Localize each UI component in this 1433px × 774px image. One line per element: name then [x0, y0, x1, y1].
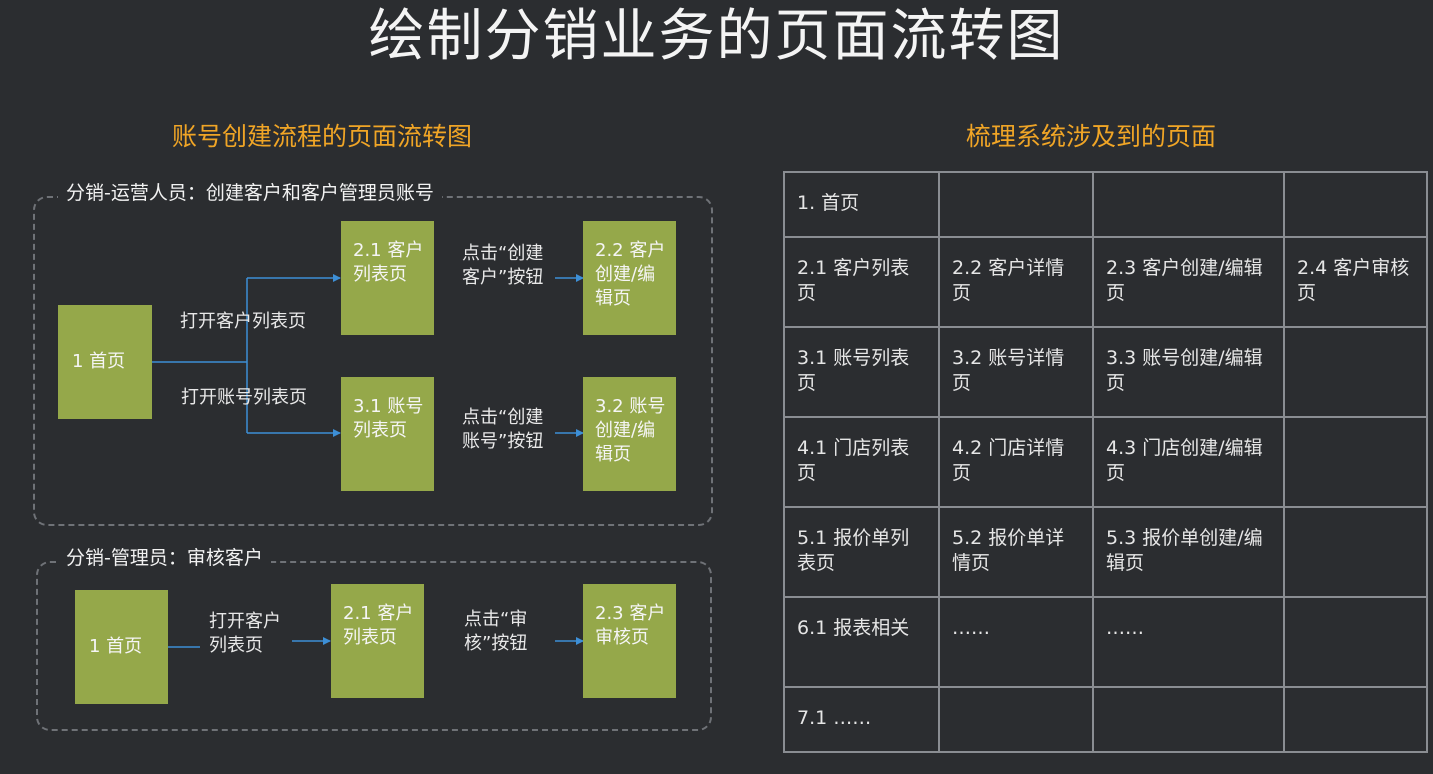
edge-label-open-account-list: 打开账号列表页	[181, 387, 307, 408]
table-cell: 4.1 门店列表页	[783, 416, 940, 508]
group1-connectors	[152, 274, 584, 437]
table-cell	[1283, 171, 1428, 238]
table-cell: 7.1 ……	[783, 686, 940, 753]
node-account-list: 3.1 账号列表页	[341, 377, 434, 491]
table-row: 7.1 ……	[783, 686, 1428, 753]
table-cell: 5.3 报价单创建/编辑页	[1092, 506, 1285, 598]
table-cell: 5.2 报价单详情页	[938, 506, 1094, 598]
table-cell	[1092, 686, 1285, 753]
table-cell: 4.2 门店详情页	[938, 416, 1094, 508]
table-cell: 6.1 报表相关	[783, 596, 940, 688]
table-cell: 5.1 报价单列表页	[783, 506, 940, 598]
node-customer-list-2: 2.1 客户列表页	[331, 584, 424, 698]
group-admin-box	[36, 561, 712, 731]
node-account-edit: 3.2 账号创建/编辑页	[583, 377, 676, 491]
table-cell	[1283, 416, 1428, 508]
table-row: 6.1 报表相关…………	[783, 596, 1428, 688]
table-cell: ……	[938, 596, 1094, 688]
table-cell	[1283, 326, 1428, 418]
group-operations-label: 分销-运营人员：创建客户和客户管理员账号	[58, 181, 442, 205]
group-admin-label: 分销-管理员：审核客户	[58, 546, 271, 570]
node-home: 1 首页	[58, 305, 152, 419]
edge-label-click-review: 点击“审核”按钮	[464, 609, 528, 654]
right-section-heading: 梳理系统涉及到的页面	[966, 122, 1217, 151]
table-cell: 3.3 账号创建/编辑页	[1092, 326, 1285, 418]
edge-label-open-customer-list-2: 打开客户列表页	[209, 611, 281, 656]
node-customer-list: 2.1 客户列表页	[341, 221, 434, 335]
table-cell	[938, 171, 1094, 238]
edge-label-open-customer-list: 打开客户列表页	[180, 311, 306, 332]
edge-label-click-create-account: 点击“创建账号”按钮	[462, 407, 544, 452]
table-cell: 2.4 客户审核页	[1283, 236, 1428, 328]
table-cell	[938, 686, 1094, 753]
table-cell: 2.3 客户创建/编辑页	[1092, 236, 1285, 328]
table-cell: 3.1 账号列表页	[783, 326, 940, 418]
table-row: 1. 首页	[783, 171, 1428, 238]
group2-connectors	[168, 637, 584, 648]
table-cell: 3.2 账号详情页	[938, 326, 1094, 418]
page-title: 绘制分销业务的页面流转图	[368, 4, 1065, 69]
table-cell	[1283, 506, 1428, 598]
table-cell: 4.3 门店创建/编辑页	[1092, 416, 1285, 508]
node-home-2: 1 首页	[75, 590, 168, 704]
left-section-heading: 账号创建流程的页面流转图	[172, 122, 473, 151]
table-cell: 2.2 客户详情页	[938, 236, 1094, 328]
node-customer-edit: 2.2 客户创建/编辑页	[583, 221, 676, 335]
node-customer-review: 2.3 客户审核页	[583, 584, 676, 698]
table-cell: 2.1 客户列表页	[783, 236, 940, 328]
table-cell: 1. 首页	[783, 171, 940, 238]
edge-label-click-create-customer: 点击“创建客户”按钮	[462, 243, 544, 288]
table-cell: ……	[1092, 596, 1285, 688]
table-cell	[1092, 171, 1285, 238]
table-cell	[1283, 686, 1428, 753]
table-cell	[1283, 596, 1428, 688]
